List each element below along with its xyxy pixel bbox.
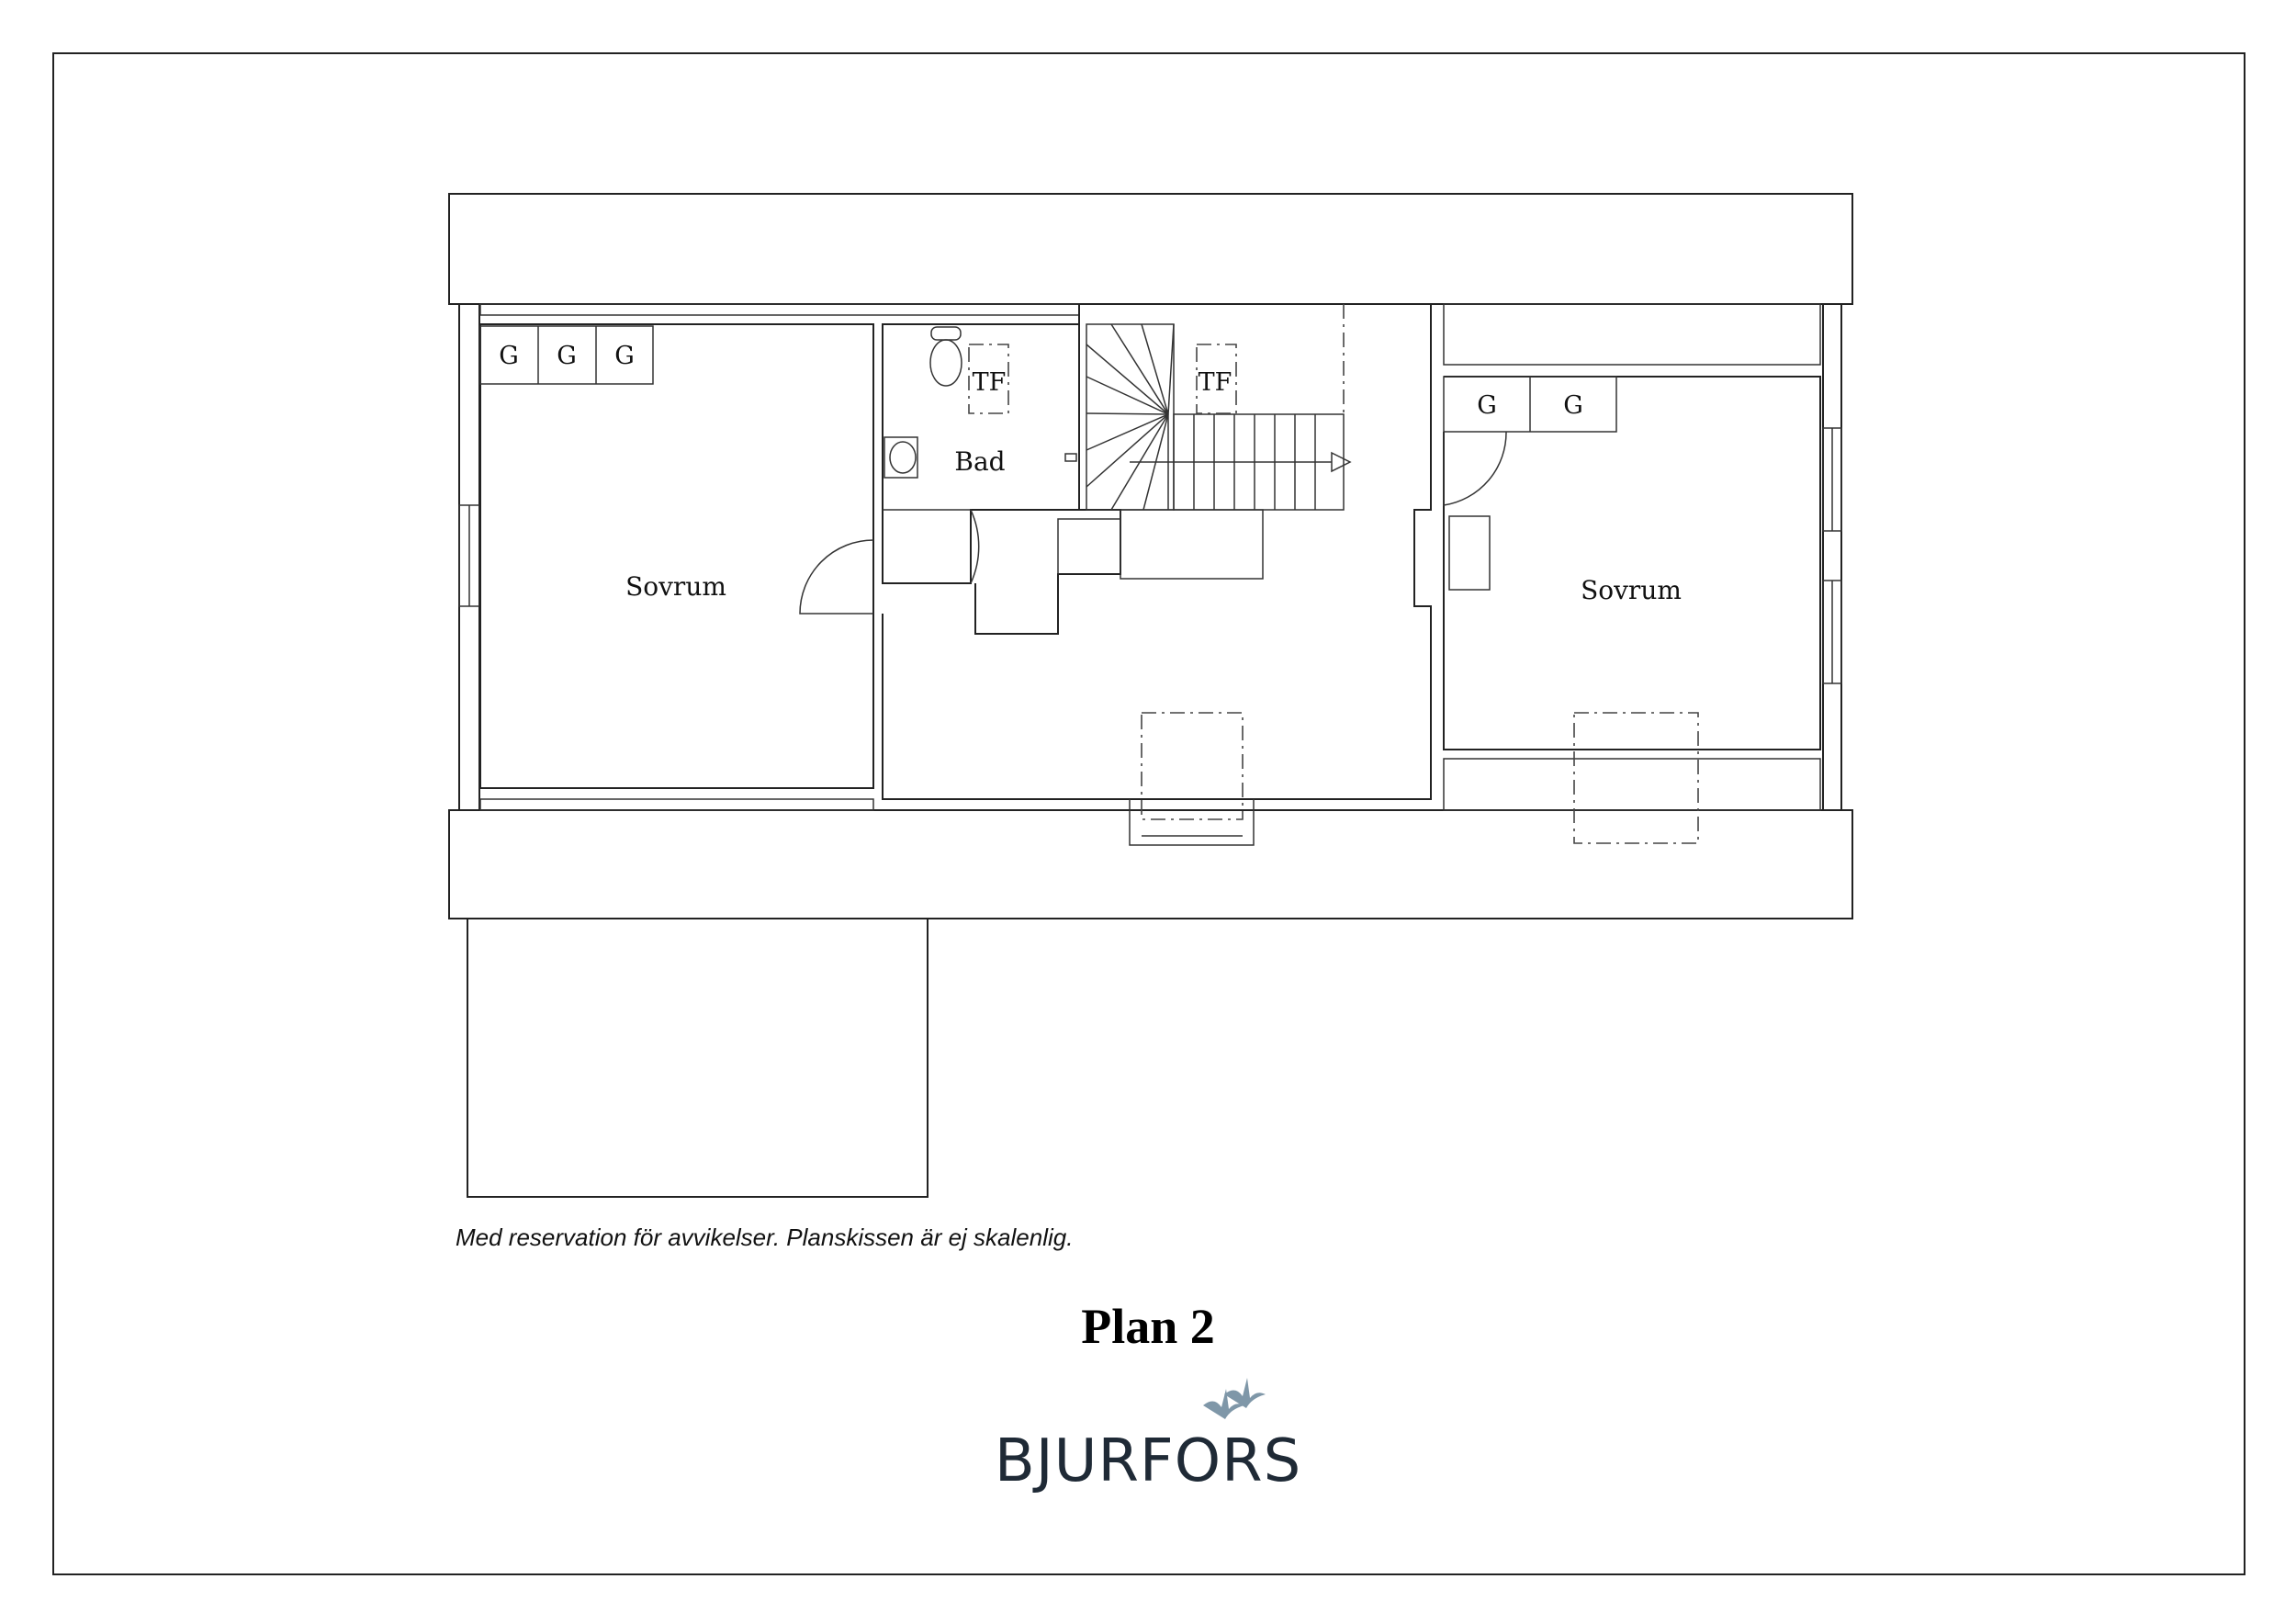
wardrobe-label: G [557,342,577,370]
wardrobe-label: G [499,342,519,370]
door-bathroom [883,509,980,584]
floor-plan: G G G [448,193,1853,1198]
hallway-outline [882,304,1432,800]
room-label-right-bedroom: Sovrum [1581,575,1682,605]
left-wardrobes [479,325,654,385]
bird-logo-icon [1203,1378,1266,1419]
plan-title: Plan 2 [1081,1299,1215,1354]
wardrobe-label: G [1563,391,1583,420]
wardrobe-label: G [1477,391,1497,420]
dormer-hall [1141,712,1244,820]
toilet-icon [929,326,962,387]
brand-wordmark: BJURFORS [995,1427,1301,1495]
hatch-label: TF [1199,368,1232,397]
roof-bottom [448,809,1853,919]
right-bedroom-outline [1443,376,1821,750]
room-label-left-bedroom: Sovrum [625,571,726,602]
right-wardrobes [1443,376,1617,433]
left-bedroom-outline [479,323,874,789]
hatch-stair [1196,344,1237,414]
dormer-right [1573,712,1699,844]
staircase [1086,304,1352,511]
wardrobe-label: G [614,342,635,370]
door-right-bedroom [1443,431,1507,506]
hatch-bathroom [968,344,1009,414]
room-label-bathroom: Bad [954,446,1005,477]
tap-icon [1064,453,1077,462]
hatch-label: TF [973,368,1007,397]
door-left-bedroom [799,539,874,615]
sink-icon [884,436,918,479]
sheet-border [52,52,2245,1575]
roof-top [448,193,1853,305]
disclaimer-text: Med reservation för avvikelser. Planskis… [456,1224,1073,1251]
chimney [1448,515,1491,591]
garage-outline [467,918,929,1198]
